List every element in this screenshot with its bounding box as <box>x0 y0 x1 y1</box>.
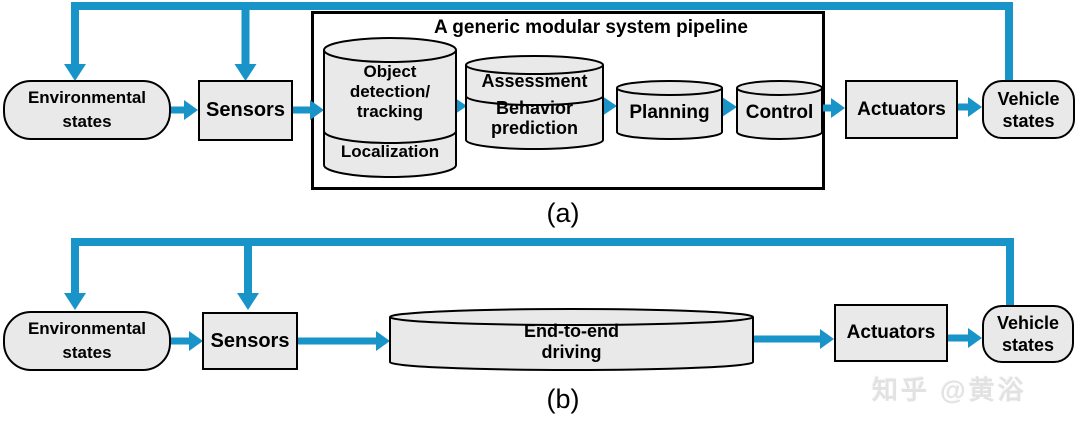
feedback-arrowhead-env-a <box>64 64 86 81</box>
actuators-b: Actuators <box>834 304 948 362</box>
feedback-line-a <box>71 2 1013 80</box>
arrowhead-planning-control <box>722 97 737 117</box>
feedback-arrowhead-env-b <box>64 293 86 310</box>
actuators-a: Actuators <box>845 80 958 139</box>
sensors-b: Sensors <box>202 312 298 370</box>
control-label: Control <box>745 102 814 123</box>
arrowhead-actuators-vehicle-a <box>968 97 982 117</box>
pipeline-box-title: A generic modular system pipeline <box>434 17 748 38</box>
sensors-a: Sensors <box>198 80 293 141</box>
vehicle-states-a: Vehicle states <box>982 80 1075 139</box>
arrowhead-assessment-planning <box>602 96 617 116</box>
assessment-label: Assessment <box>481 71 588 91</box>
end-to-end-cylinder <box>389 308 754 371</box>
arrowhead-sensors-e2e <box>376 331 390 351</box>
watermark: 知乎 @黄浴 <box>872 375 1027 405</box>
behavior-prediction-label: Behavior prediction <box>490 98 578 138</box>
feedback-arrowhead-sensors-a <box>234 64 257 81</box>
caption-a: (a) <box>546 198 580 228</box>
feedback-line-b <box>71 238 1014 305</box>
arrowhead-env-sensors-a <box>184 100 198 120</box>
arrowhead-actuators-vehicle-b <box>968 328 982 348</box>
arrowhead-e2e-actuators <box>820 329 834 349</box>
caption-b: (b) <box>546 384 580 414</box>
modular-pipeline-box <box>311 11 825 190</box>
localization-label: Localization <box>340 142 440 161</box>
environmental-states-a: Environmental states <box>3 80 171 140</box>
feedback-arrowhead-sensors-b <box>237 293 259 310</box>
object-detection-label: Object detection/ tracking <box>349 62 431 121</box>
vehicle-states-b: Vehicle states <box>982 305 1074 363</box>
assessment-cylinder <box>465 55 604 150</box>
environmental-states-b: Environmental states <box>3 311 171 371</box>
arrowhead-env-sensors-b <box>189 331 203 351</box>
end-to-end-driving-label: End-to-end driving <box>524 321 619 362</box>
planning-cylinder <box>616 80 723 140</box>
planning-label: Planning <box>629 102 710 123</box>
arrowhead-control-actuators <box>831 98 845 118</box>
object-detection-cylinder <box>323 37 457 178</box>
control-cylinder <box>736 80 823 140</box>
arrowhead-sensors-detection <box>310 100 324 120</box>
